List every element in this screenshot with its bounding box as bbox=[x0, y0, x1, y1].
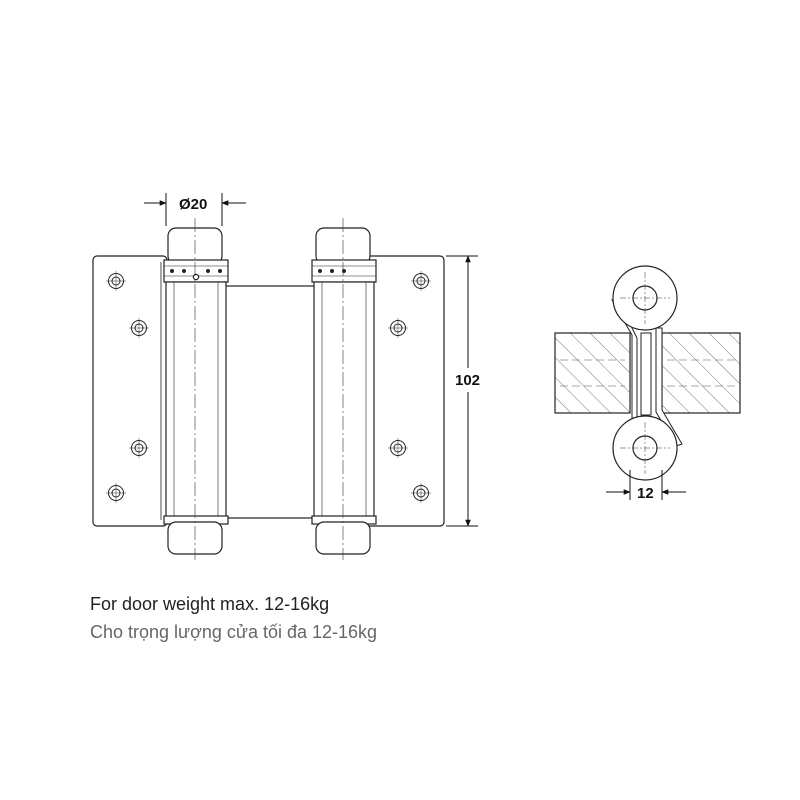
height-label: 102 bbox=[455, 372, 480, 389]
height-dimension bbox=[446, 255, 478, 527]
center-lines bbox=[194, 218, 344, 560]
diameter-label: Ø20 bbox=[179, 196, 207, 213]
collar-dots bbox=[170, 269, 346, 273]
caption-vietnamese: Cho trọng lượng cửa tối đa 12-16kg bbox=[90, 622, 378, 642]
diameter-dimension bbox=[144, 193, 246, 226]
gap-label: 12 bbox=[637, 485, 654, 502]
left-panel-section bbox=[554, 332, 631, 414]
spring-sleeve bbox=[224, 285, 316, 519]
caption-english: For door weight max. 12-16kg bbox=[90, 594, 330, 614]
hinge-section-view bbox=[554, 265, 741, 481]
left-leaf-plate bbox=[92, 255, 168, 527]
right-panel-section bbox=[661, 332, 741, 414]
hinge-front-view bbox=[92, 218, 445, 560]
right-barrel bbox=[311, 227, 377, 555]
screw-crosshairs bbox=[106, 271, 431, 503]
gap-dimension bbox=[606, 470, 686, 500]
